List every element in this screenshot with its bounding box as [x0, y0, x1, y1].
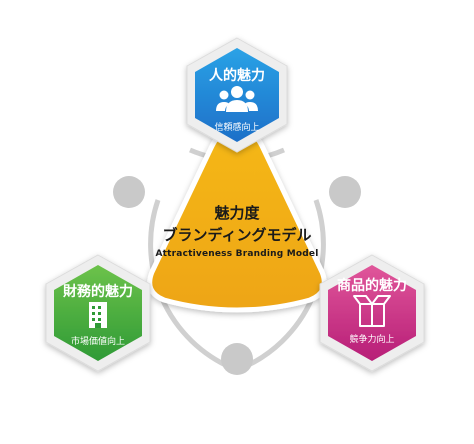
- center-english-title: Attractiveness Branding Model: [156, 249, 319, 259]
- connector-node-right: [329, 176, 361, 208]
- hex-top-title: 人的魅力: [209, 67, 265, 84]
- hex-top-subtitle: 信頼感向上: [214, 121, 259, 133]
- hex-right-title: 商品的魅力: [337, 277, 407, 294]
- connector-node-left: [113, 176, 145, 208]
- center-title: 魅力度: [214, 204, 260, 222]
- connector-node-bottom: [221, 343, 253, 375]
- people-icon: [216, 86, 258, 112]
- connector-ring: [113, 147, 361, 375]
- center-subtitle: ブランディングモデル: [163, 226, 312, 244]
- hex-left-title: 財務的魅力: [62, 283, 133, 300]
- center-triangle: [147, 125, 327, 313]
- hex-left-subtitle: 市場価値向上: [71, 335, 125, 347]
- building-icon: [89, 302, 107, 328]
- hex-right-subtitle: 競争力向上: [349, 333, 394, 345]
- box-icon: [353, 295, 391, 327]
